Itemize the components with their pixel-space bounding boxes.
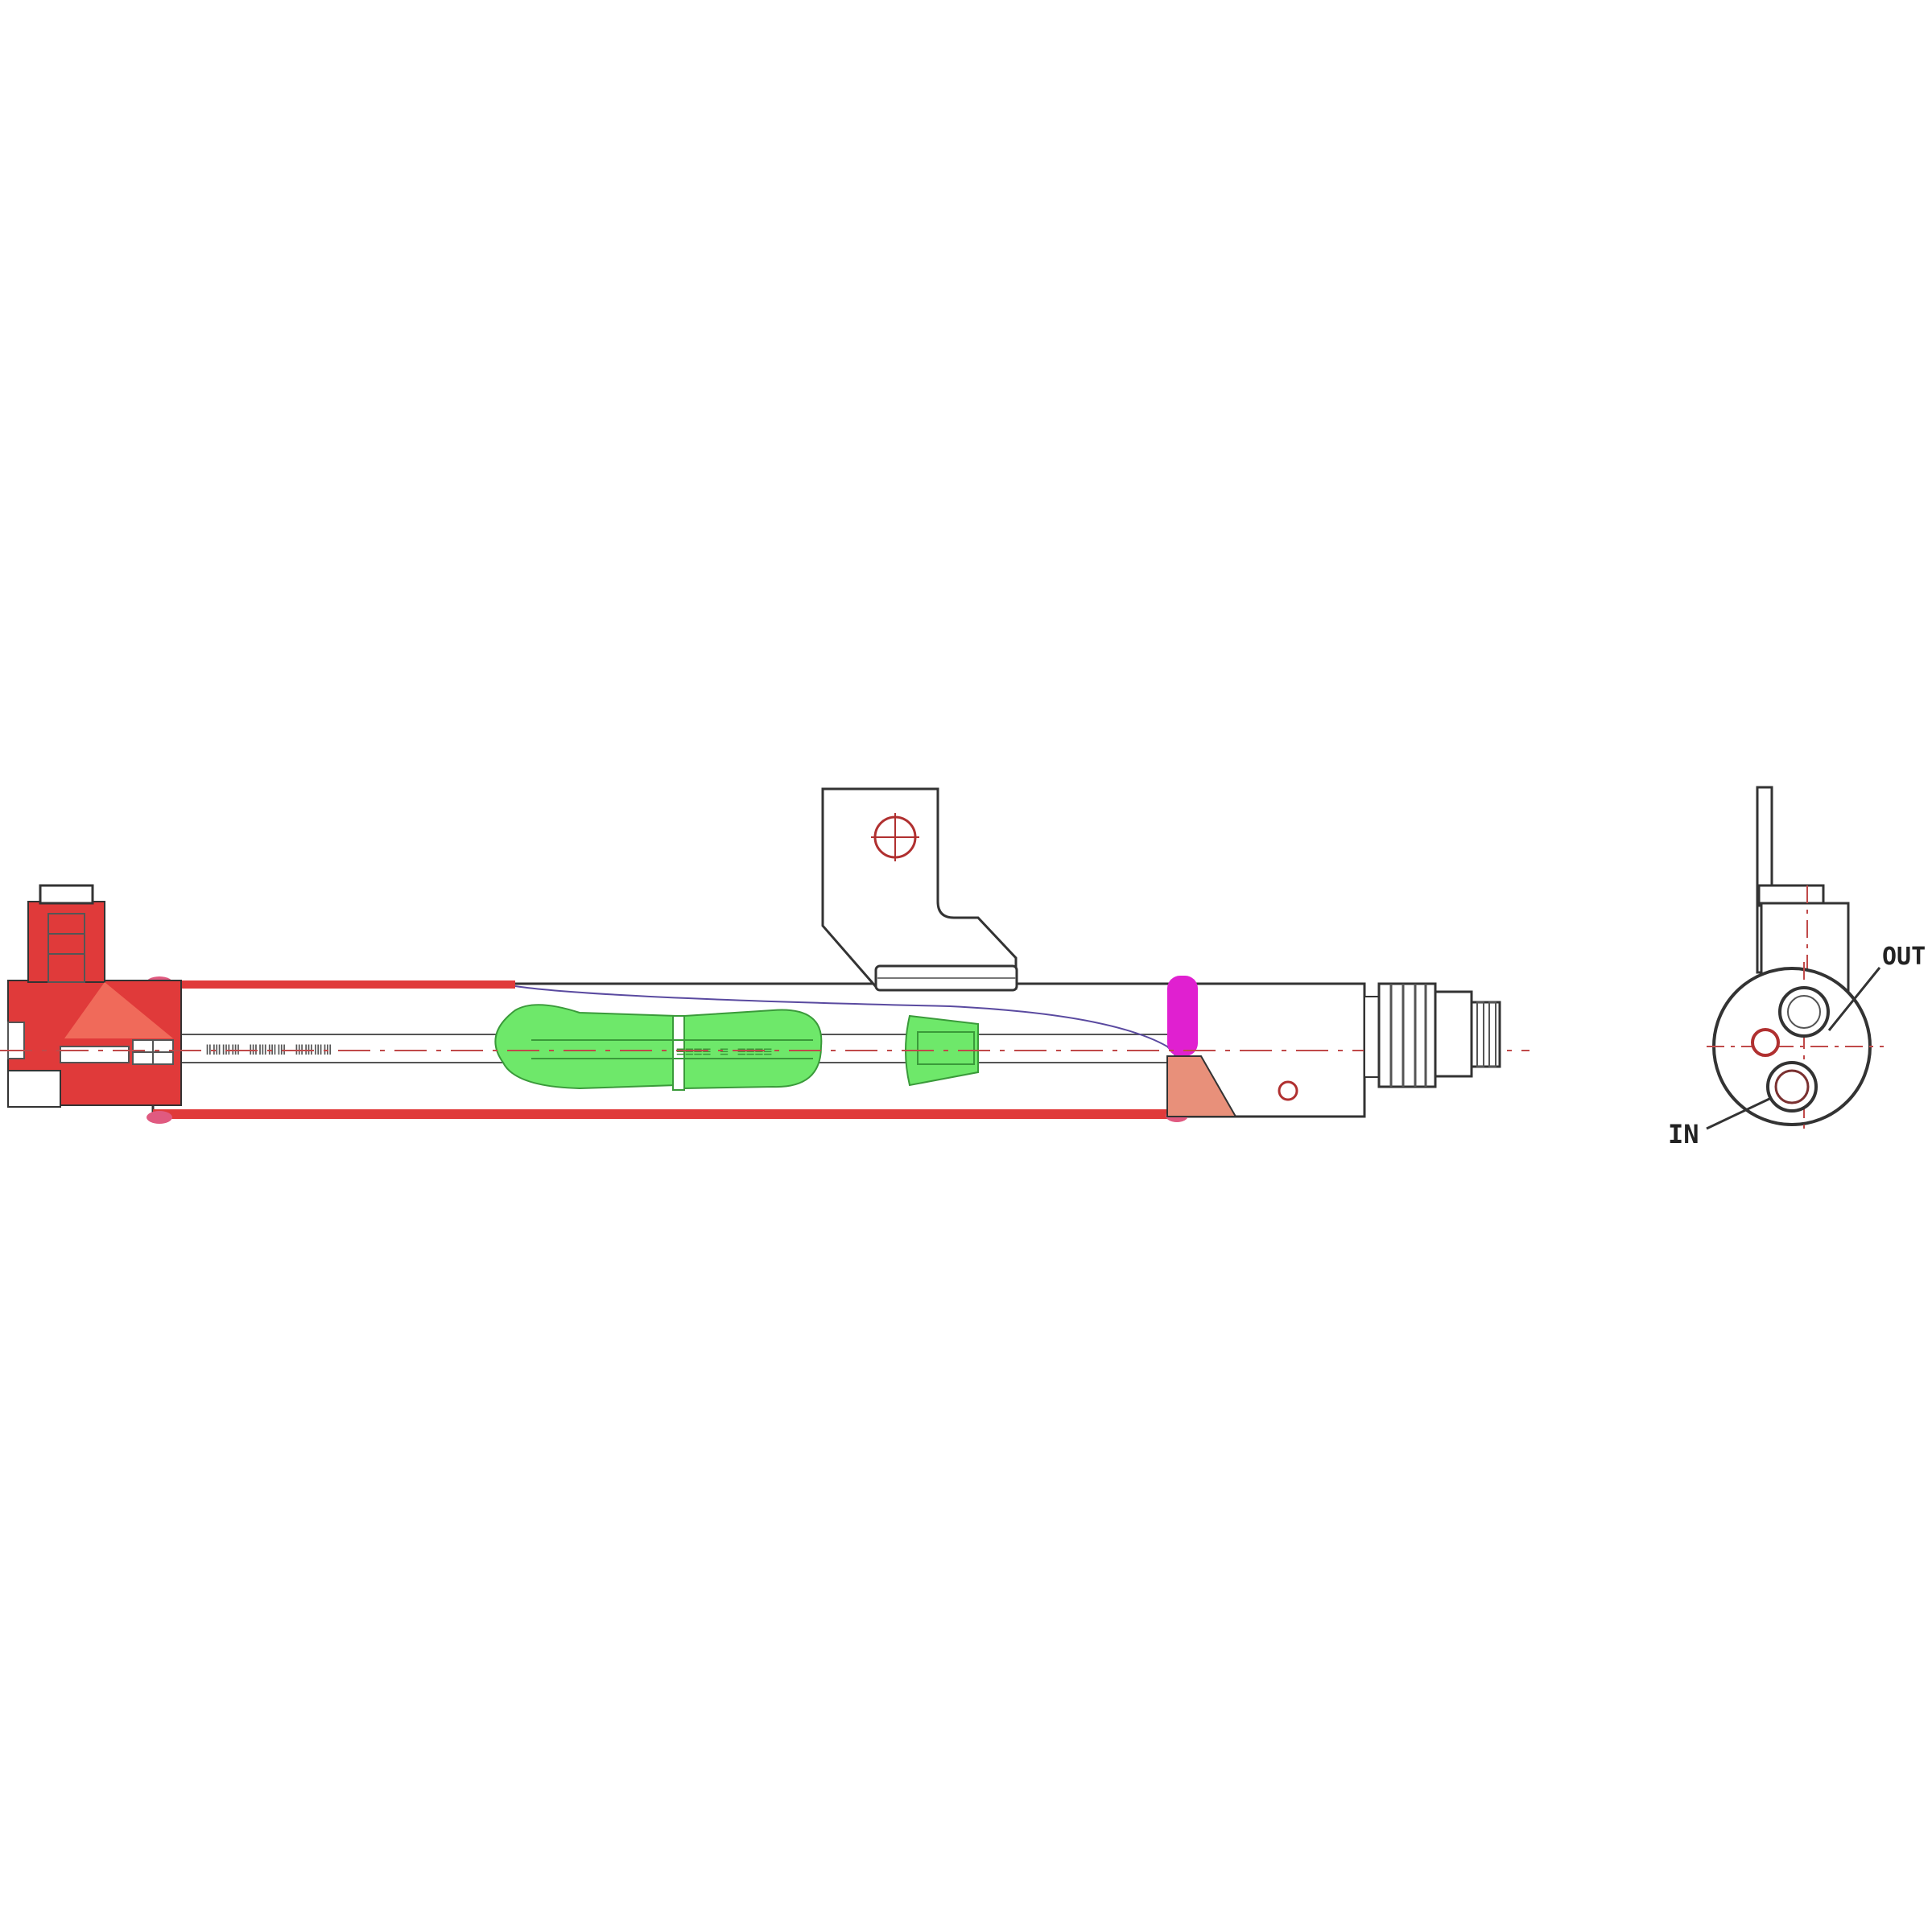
bracket-hole [871,813,919,861]
mounting-bracket [821,787,1018,992]
service-port [1278,1080,1298,1101]
outlet-label: OUT [1882,943,1926,971]
inlet-label: IN [1668,1119,1699,1150]
side-view: ≡≡≡≡ ≡ ≡≡≡≡ ⅡⅢⅢⅢ ⅢⅢⅢⅢ ⅢⅢⅢⅢ [0,787,1530,1124]
outlet-fitting [1364,982,1501,1088]
filter-element: ≡≡≡≡ ≡ ≡≡≡≡ [494,1004,979,1091]
outlet-port [1778,986,1830,1038]
left-header-block [7,884,182,1108]
filter-text: ≡≡≡≡ ≡ ≡≡≡≡ [676,1043,772,1060]
inlet-port [1766,1061,1818,1113]
sensor-port [1751,1028,1780,1057]
seal-ring [1166,976,1237,1117]
inner-liner [514,985,1232,1117]
end-view: OUT IN [1668,786,1926,1150]
